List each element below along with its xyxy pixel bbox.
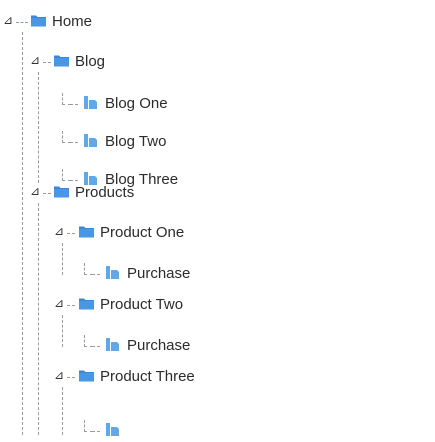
tree-node-blog[interactable]: ⊿ Blog	[0, 51, 200, 73]
tree-elbow	[84, 335, 93, 347]
tree-guide-blog	[38, 72, 39, 183]
tree-node-label[interactable]: Blog Three	[105, 171, 179, 188]
tree-elbow	[84, 420, 93, 432]
collapse-toggle-icon[interactable]: ⊿	[53, 296, 65, 310]
tree-node-label[interactable]: Products	[75, 184, 135, 201]
tree-elbow	[62, 169, 71, 181]
collapse-toggle-icon[interactable]: ⊿	[29, 184, 41, 198]
tree-node-label[interactable]: Blog Two	[105, 133, 167, 150]
collapse-toggle-icon[interactable]: ⊿	[53, 224, 65, 238]
tree-node-home[interactable]: ⊿ Home	[0, 11, 200, 33]
collapse-toggle-icon[interactable]: ⊿	[53, 368, 65, 382]
tree-node-label[interactable]: Product Two	[100, 296, 184, 313]
file-icon	[106, 266, 119, 279]
tree-node-purchase[interactable]: Purchase	[0, 263, 260, 285]
file-icon	[106, 338, 119, 351]
folder-icon	[79, 370, 94, 382]
tree-connector	[67, 305, 75, 306]
tree-connector	[70, 142, 78, 143]
tree-elbow	[62, 93, 71, 105]
tree-node-label[interactable]: Blog	[75, 53, 106, 70]
file-icon	[84, 172, 97, 185]
tree-node-label[interactable]: Home	[52, 13, 93, 30]
folder-icon	[79, 226, 94, 238]
tree-node-blog-two[interactable]: Blog Two	[0, 131, 220, 153]
tree-node-label[interactable]: Product One	[100, 224, 185, 241]
tree-node-blog-one[interactable]: Blog One	[0, 93, 220, 115]
tree-connector	[67, 233, 75, 234]
collapse-toggle-icon[interactable]: ⊿	[2, 13, 14, 27]
file-icon	[106, 423, 119, 436]
tree-node-product-two[interactable]: ⊿ Product Two	[0, 294, 240, 316]
tree-guide-home	[22, 32, 23, 435]
tree-connector	[16, 22, 28, 23]
tree-node-label[interactable]: Product Three	[100, 368, 195, 385]
tree-guide-product-two	[62, 315, 63, 347]
tree-connector	[67, 377, 75, 378]
tree-connector	[92, 346, 100, 347]
tree-connector	[43, 62, 51, 63]
tree-node-product-one[interactable]: ⊿ Product One	[0, 222, 240, 244]
tree-guide-product-three	[62, 387, 63, 435]
tree-node-product-three[interactable]: ⊿ Product Three	[0, 366, 240, 388]
file-icon	[84, 96, 97, 109]
folder-icon	[54, 55, 69, 67]
tree-node-blog-three[interactable]: Blog Three	[0, 169, 220, 191]
folder-icon	[79, 298, 94, 310]
folder-icon	[54, 186, 69, 198]
tree-node-purchase[interactable]: Purchase	[0, 335, 260, 357]
tree-elbow	[62, 131, 71, 143]
tree-connector	[70, 180, 78, 181]
file-icon	[84, 134, 97, 147]
tree-connector	[92, 431, 100, 432]
tree-elbow	[84, 263, 93, 275]
tree-node-purchase[interactable]	[0, 420, 260, 442]
tree-connector	[92, 274, 100, 275]
tree-node-label[interactable]: Purchase	[127, 265, 191, 282]
folder-icon	[31, 15, 46, 27]
tree-guide-products	[38, 203, 39, 435]
collapse-toggle-icon[interactable]: ⊿	[29, 53, 41, 67]
tree-node-label[interactable]: Purchase	[127, 337, 191, 354]
tree-node-label[interactable]: Blog One	[105, 95, 168, 112]
tree-guide-product-one	[62, 243, 63, 275]
tree-connector	[70, 104, 78, 105]
tree-node-products[interactable]: ⊿ Products	[0, 182, 200, 204]
tree-connector	[43, 193, 51, 194]
